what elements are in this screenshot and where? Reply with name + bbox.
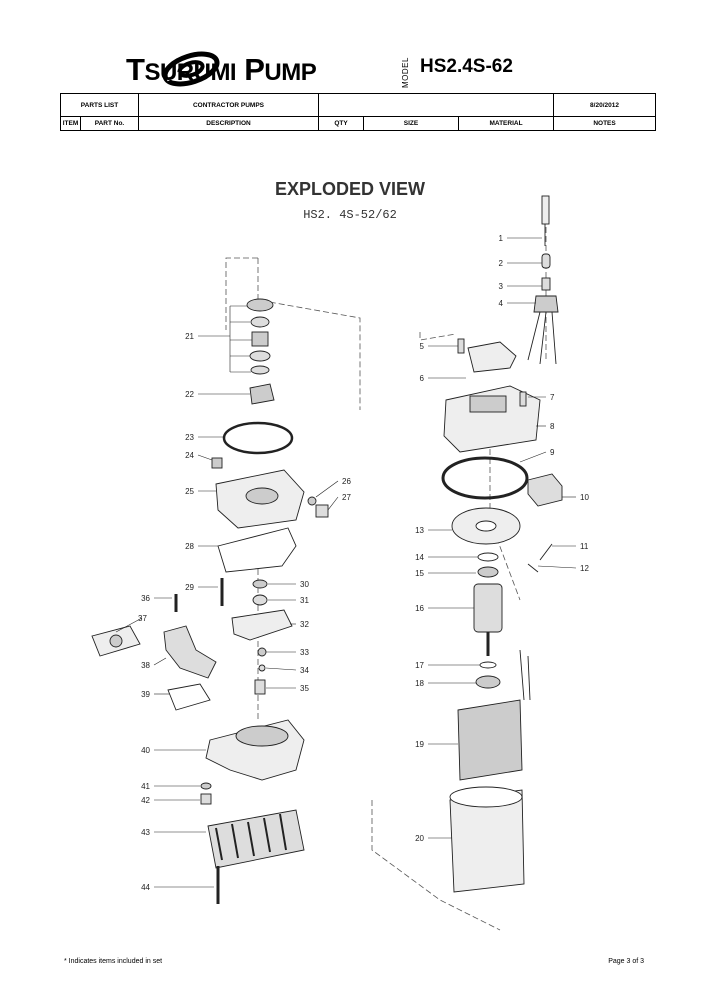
callout-leader-lines	[115, 237, 577, 888]
tsurumi-logo-icon	[162, 51, 220, 87]
footnote: * Indicates items included in set	[64, 958, 163, 965]
callout-6: 6	[420, 374, 425, 383]
callout-38: 38	[141, 661, 150, 670]
callout-22: 22	[185, 390, 194, 399]
callout-2: 2	[499, 259, 504, 268]
page-number: Page 3 of 3	[608, 958, 644, 965]
callout-30: 30	[300, 580, 309, 589]
callout-33: 33	[300, 648, 309, 657]
assembly-center-lines	[225, 200, 547, 931]
callout-42: 42	[141, 796, 150, 805]
callout-35: 35	[300, 684, 309, 693]
callout-12: 12	[580, 564, 589, 573]
callout-1: 1	[499, 234, 504, 243]
callout-34: 34	[300, 666, 309, 675]
callout-44: 44	[141, 883, 150, 892]
callout-15: 15	[415, 569, 424, 578]
parts-list-header-table: PARTS LIST CONTRACTOR PUMPS 8/20/2012 IT…	[60, 93, 657, 131]
callout-40: 40	[141, 746, 150, 755]
callout-21: 21	[185, 332, 194, 341]
date-cell: 8/20/2012	[553, 93, 657, 117]
callout-29: 29	[185, 583, 194, 592]
callout-32: 32	[300, 620, 309, 629]
callout-20: 20	[415, 834, 424, 843]
callout-31: 31	[300, 596, 309, 605]
callout-28: 28	[185, 542, 194, 551]
callout-36: 36	[141, 594, 150, 603]
drawing-title: EXPLODED VIEW	[275, 179, 425, 199]
callout-39: 39	[141, 690, 150, 699]
brand-name: TSURUMI PUMP	[126, 52, 317, 87]
col-material: MATERIAL	[457, 116, 555, 131]
pump-parts	[91, 195, 563, 904]
callout-8: 8	[550, 422, 555, 431]
callout-19: 19	[415, 740, 424, 749]
callout-10: 10	[580, 493, 589, 502]
callout-14: 14	[415, 553, 424, 562]
model-number: HS2.4S-62	[420, 56, 513, 77]
col-part-no: PART No.	[80, 116, 139, 131]
callout-11: 11	[580, 542, 589, 551]
callout-43: 43	[141, 828, 150, 837]
callout-numbers: 1 2 3 4 5 6 7 8 9 10 11 12 13 14 15 16 1…	[138, 234, 589, 892]
callout-18: 18	[415, 679, 424, 688]
callout-7: 7	[550, 393, 555, 402]
col-description: DESCRIPTION	[138, 116, 319, 131]
callout-25: 25	[185, 487, 194, 496]
callout-5: 5	[420, 342, 425, 351]
callout-24: 24	[185, 451, 194, 460]
callout-13: 13	[415, 526, 424, 535]
callout-9: 9	[550, 448, 555, 457]
callout-4: 4	[499, 299, 504, 308]
callout-3: 3	[499, 282, 504, 291]
drawing-subtitle: HS2. 4S-52/62	[303, 208, 397, 222]
callout-16: 16	[415, 604, 424, 613]
callout-23: 23	[185, 433, 194, 442]
col-notes: NOTES	[553, 116, 657, 131]
callout-26: 26	[342, 477, 351, 486]
callout-41: 41	[141, 782, 150, 791]
callout-17: 17	[415, 661, 424, 670]
callout-37: 37	[138, 614, 147, 623]
callout-27: 27	[342, 493, 351, 502]
